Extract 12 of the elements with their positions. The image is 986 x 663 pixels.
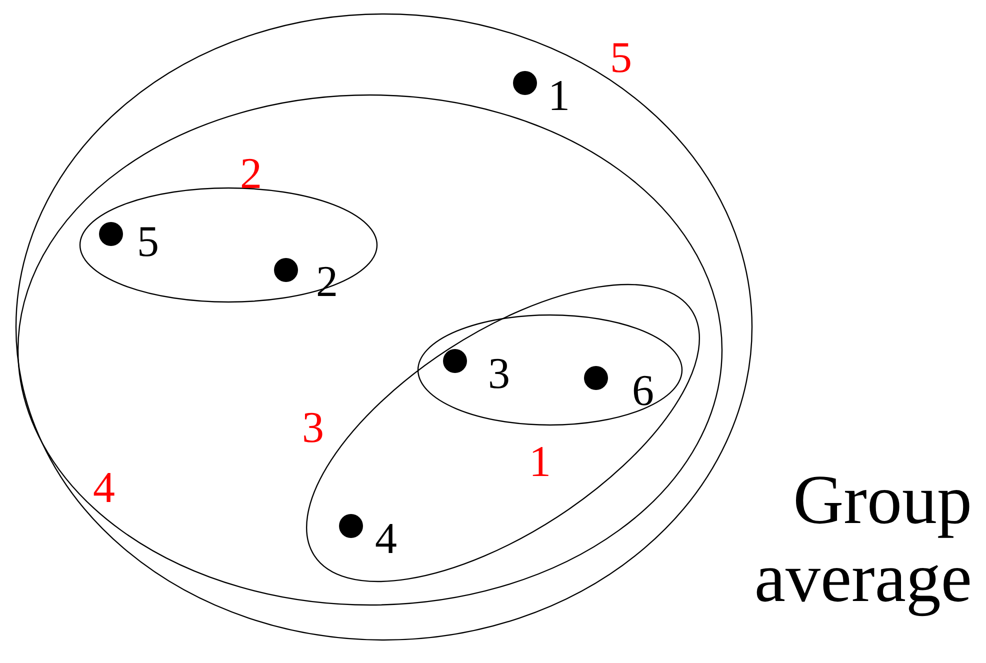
cluster-number: 2 (240, 152, 262, 196)
cluster-number: 5 (610, 36, 632, 80)
point-number: 5 (137, 220, 159, 264)
method-label: Group average (753, 462, 972, 619)
point-number: 4 (375, 517, 397, 561)
cluster-ellipse (16, 14, 752, 640)
point-number: 6 (632, 369, 654, 413)
point-number: 1 (548, 74, 570, 118)
cluster-number: 1 (529, 440, 551, 484)
cluster-number: 3 (302, 406, 324, 450)
cluster-number: 4 (93, 466, 115, 510)
point-number: 3 (488, 352, 510, 396)
